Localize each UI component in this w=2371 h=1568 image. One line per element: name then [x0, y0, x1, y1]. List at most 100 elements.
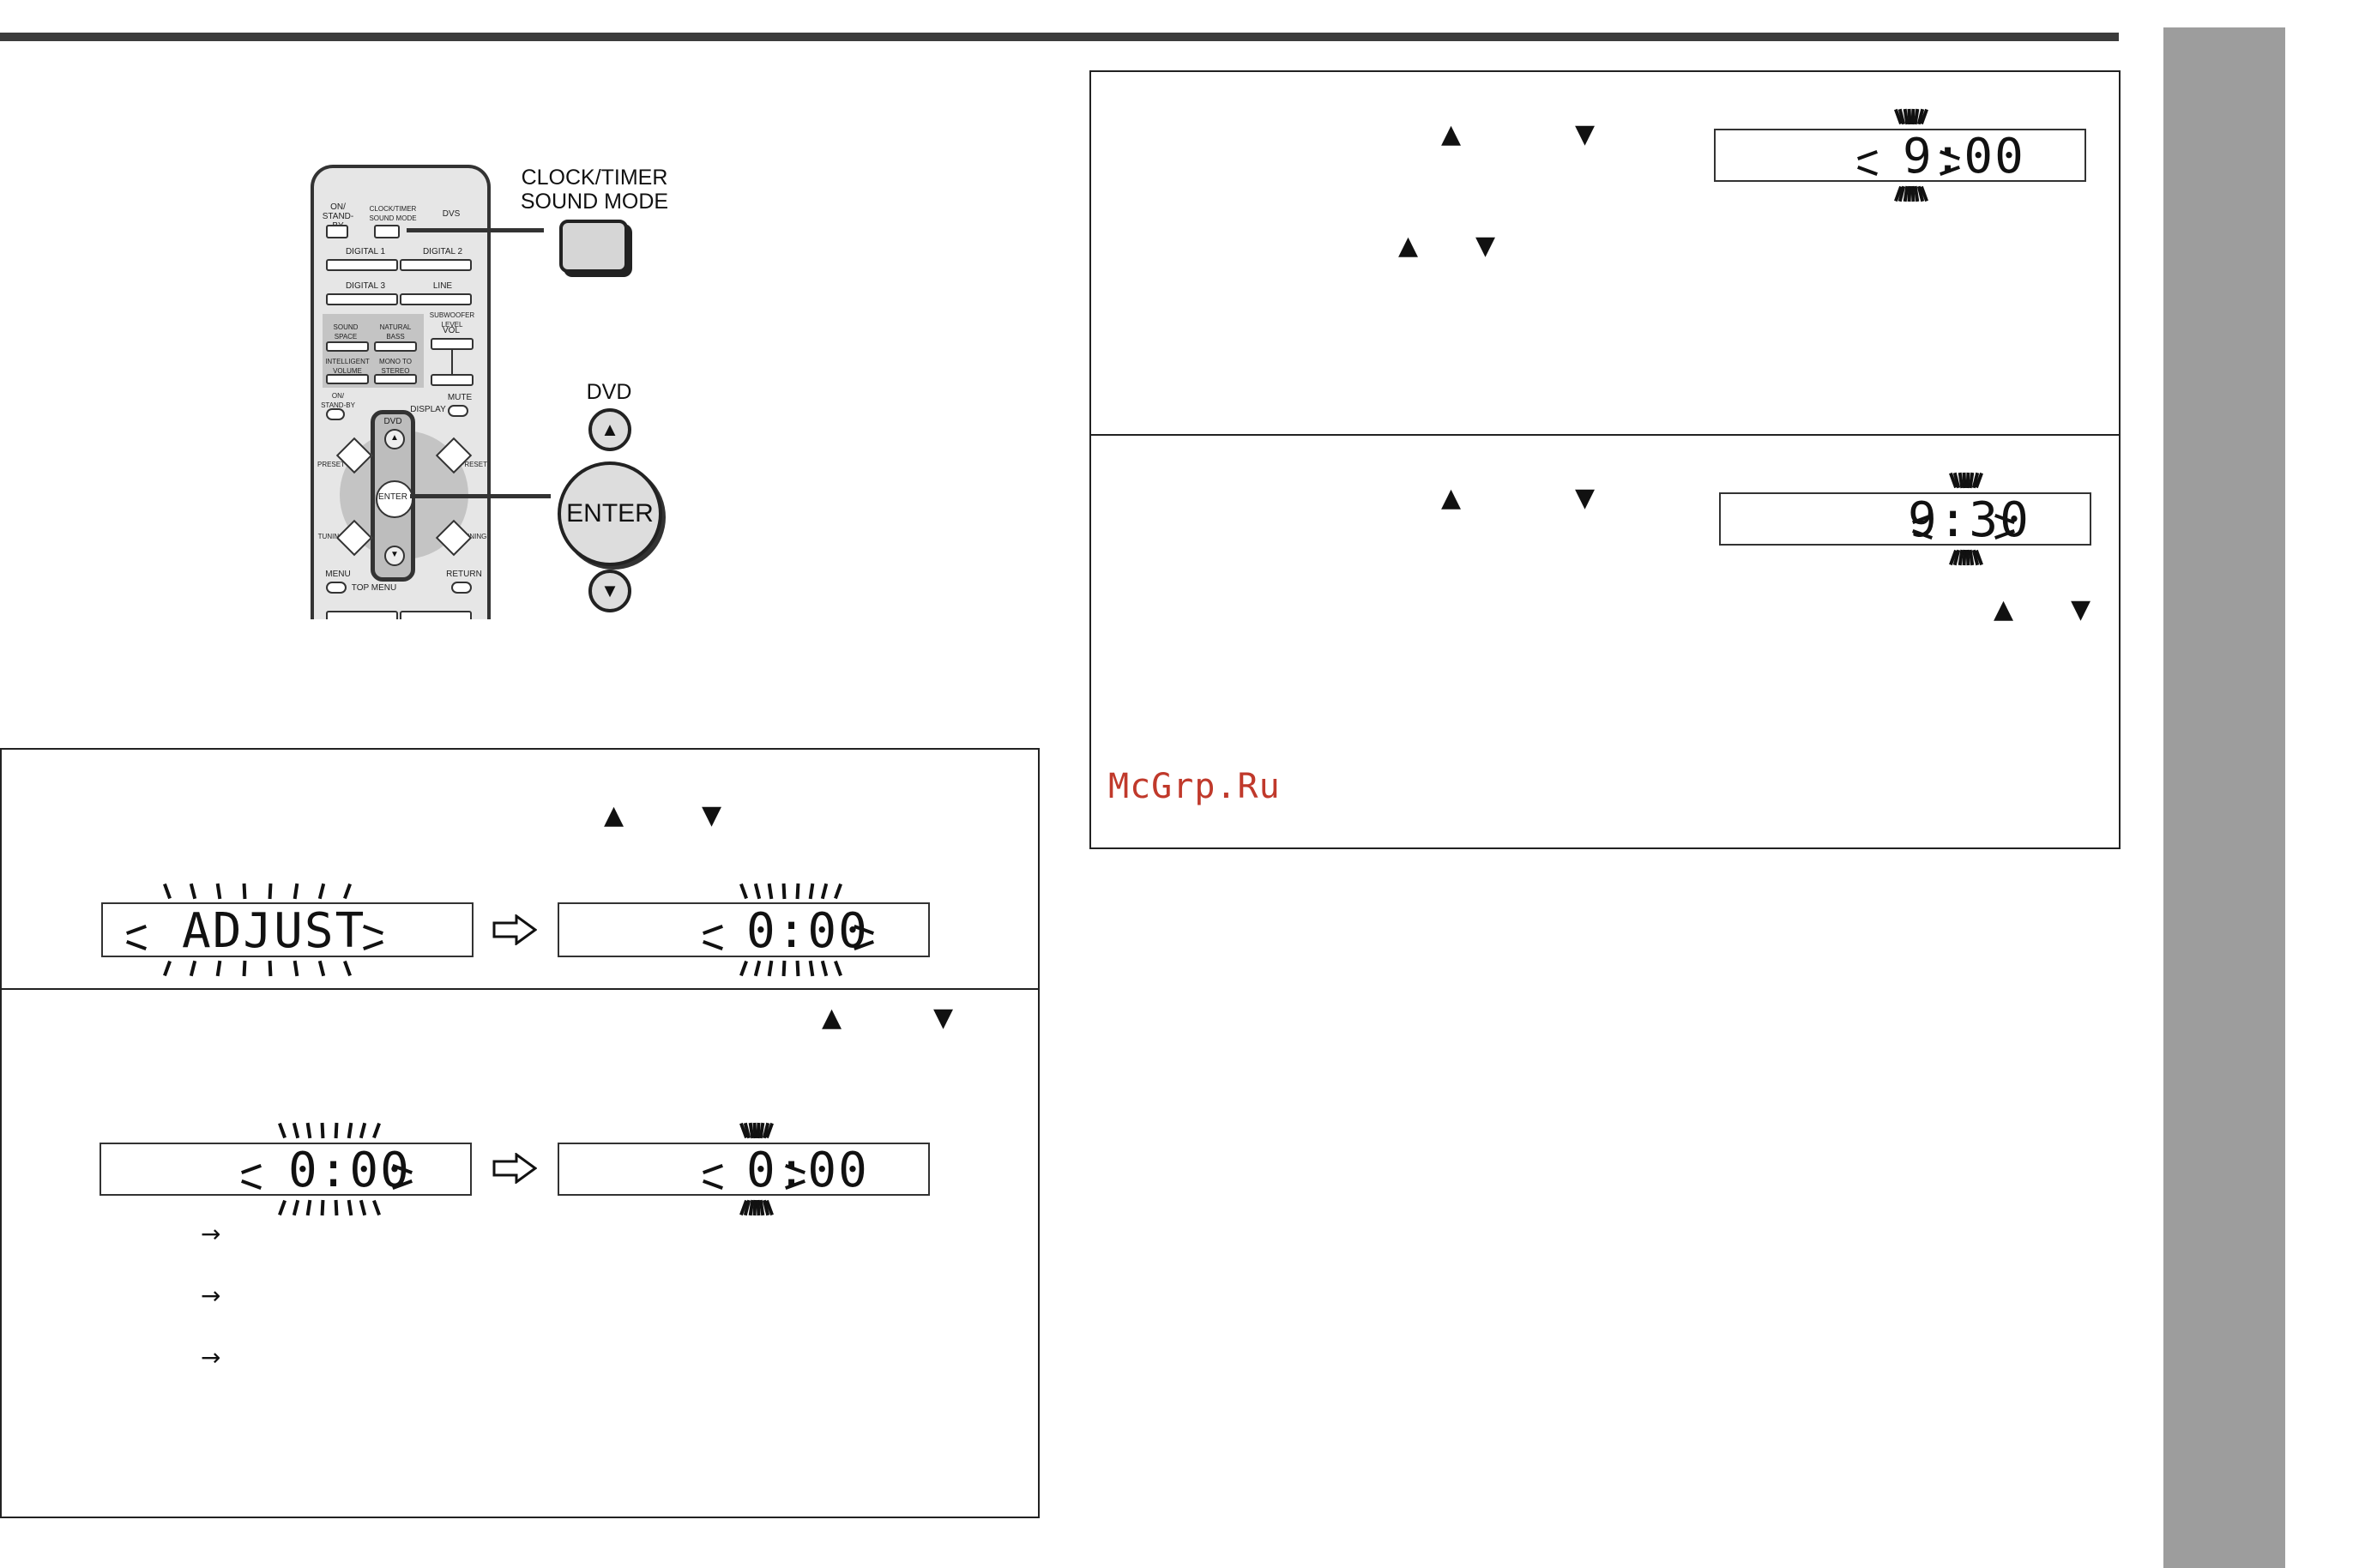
- subwoofer-level-label: SUBWOOFER LEVEL: [429, 311, 475, 329]
- remote-control-illustration: ON/ STAND-BY CLOCK/TIMER SOUND MODE DVS …: [311, 165, 491, 619]
- box2-arrow-1: →: [201, 1220, 221, 1248]
- box2-arrow-2: →: [201, 1282, 221, 1310]
- blink-ray: [268, 960, 273, 977]
- dvd-up-button[interactable]: ▲: [588, 408, 631, 451]
- digital1-label: DIGITAL 1: [345, 247, 386, 256]
- dvs-label: DVS: [442, 209, 461, 219]
- blink-ray: [795, 960, 800, 977]
- enter-button-label: ENTER: [566, 499, 654, 528]
- box3-lcd: 9:00: [1714, 129, 2086, 182]
- box3-down-arrow: ▼: [1575, 119, 1596, 149]
- intelligent-volume-button: [326, 374, 369, 384]
- on-standby2-label: ON/ STAND-BY: [321, 392, 355, 409]
- left-steps-divider: [0, 988, 1040, 990]
- box1-lcd-a: ADJUST: [101, 902, 474, 957]
- box4-lcd: 9:30: [1719, 492, 2091, 546]
- natural-bass-label: NATURAL BASS: [379, 323, 412, 341]
- tuning-left-label: TUNING: [317, 533, 345, 540]
- box2-next-arrow-icon: [492, 1153, 537, 1184]
- clock-timer-small-label: CLOCK/TIMER SOUND MODE: [369, 205, 417, 222]
- mono-to-stereo-button: [374, 374, 417, 384]
- box1-lcd-b: 0:00: [558, 902, 930, 957]
- enter-small-label: ENTER: [378, 492, 407, 502]
- box3-lcd-text: 9:00: [1903, 129, 2025, 184]
- box3-up-arrow-2: ▲: [1398, 231, 1419, 261]
- blink-ray: [334, 1122, 339, 1139]
- intelligent-volume-label: INTELLIGENT VOLUME: [325, 358, 370, 375]
- top-menu-label: TOP MENU: [351, 583, 397, 593]
- mono-to-stereo-label: MONO TO STEREO: [379, 358, 412, 375]
- box1-lcd-b-text: 0:00: [746, 903, 869, 959]
- mute-label: MUTE: [447, 393, 473, 402]
- on-standby-button: [326, 225, 348, 238]
- sound-mode-callout-label: SOUND MODE: [520, 190, 669, 214]
- box1-up-arrow: ▲: [604, 800, 624, 830]
- watermark-text: McGrp.Ru: [1108, 767, 1281, 806]
- dvd-small-label: DVD: [383, 417, 402, 426]
- on-standby2-button: [326, 408, 345, 420]
- box2-down-arrow: ▼: [933, 1003, 954, 1033]
- stop-button: [400, 611, 472, 619]
- vol-label: VOL: [442, 326, 460, 335]
- natural-bass-button: [374, 341, 417, 352]
- return-label: RETURN: [446, 570, 482, 579]
- preset-right-label: PRESET: [459, 461, 487, 468]
- digital3-button: [326, 293, 398, 305]
- digital2-label: DIGITAL 2: [422, 247, 463, 256]
- clock-timer-callout-label: CLOCK/TIMER: [521, 166, 668, 190]
- tuning-right-label: TUNING: [460, 533, 487, 540]
- blink-ray: [334, 1199, 339, 1216]
- clock-timer-button[interactable]: [559, 220, 628, 273]
- line-button: [400, 293, 472, 305]
- vol-down-button: [431, 374, 474, 386]
- box3-down-arrow-2: ▼: [1475, 231, 1496, 261]
- play-button: [326, 611, 398, 619]
- dvd-up-small-icon: ▲: [384, 429, 405, 449]
- blink-ray: [242, 883, 247, 900]
- clock-timer-button-small: [374, 225, 400, 238]
- blink-ray: [795, 883, 800, 900]
- triangle-up-icon: ▲: [600, 419, 619, 440]
- box2-lcd-b: 0:00: [558, 1143, 930, 1196]
- header-rule: [0, 33, 2119, 41]
- clock-timer-leader-line: [407, 228, 544, 232]
- vol-up-button: [431, 338, 474, 350]
- line-label: LINE: [432, 281, 453, 291]
- dvd-down-small-icon: ▼: [384, 546, 405, 566]
- digital2-button: [400, 259, 472, 271]
- mute-button: [448, 405, 468, 417]
- dvd-down-button[interactable]: ▼: [588, 570, 631, 612]
- box2-lcd-a-text: 0:00: [288, 1143, 411, 1198]
- left-steps-box: [0, 748, 1040, 1518]
- sound-space-label: SOUND SPACE: [333, 323, 359, 341]
- vol-line: [451, 350, 453, 374]
- preset-left-label: PRESET: [317, 461, 345, 468]
- enter-leader-line: [410, 494, 551, 498]
- box2-arrow-3: →: [201, 1343, 221, 1372]
- digital3-label: DIGITAL 3: [345, 281, 386, 291]
- box4-down-arrow: ▼: [1575, 483, 1596, 513]
- box2-up-arrow: ▲: [822, 1003, 842, 1033]
- menu-button: [326, 582, 347, 594]
- dvd-callout-label: DVD: [586, 380, 632, 404]
- box1-down-arrow: ▼: [702, 800, 722, 830]
- side-tab: [2163, 27, 2285, 1568]
- box3-up-arrow: ▲: [1441, 119, 1462, 149]
- box2-lcd-a: 0:00: [100, 1143, 472, 1196]
- box4-up-arrow-2: ▲: [1994, 594, 2014, 624]
- box4-down-arrow-2: ▼: [2071, 594, 2091, 624]
- triangle-down-icon: ▼: [600, 580, 619, 601]
- box1-lcd-a-text: ADJUST: [182, 903, 366, 959]
- right-steps-divider: [1089, 434, 2121, 436]
- sound-space-button: [326, 341, 369, 352]
- right-steps-box: [1089, 70, 2121, 849]
- enter-button[interactable]: ENTER: [558, 461, 662, 566]
- box4-up-arrow: ▲: [1441, 483, 1462, 513]
- box1-next-arrow-icon: [492, 914, 537, 945]
- return-button: [451, 582, 472, 594]
- display-label: DISPLAY: [410, 405, 446, 414]
- box2-lcd-b-text: 0:00: [746, 1143, 869, 1198]
- menu-label: MENU: [325, 570, 351, 579]
- digital1-button: [326, 259, 398, 271]
- enter-small-button: [376, 480, 413, 518]
